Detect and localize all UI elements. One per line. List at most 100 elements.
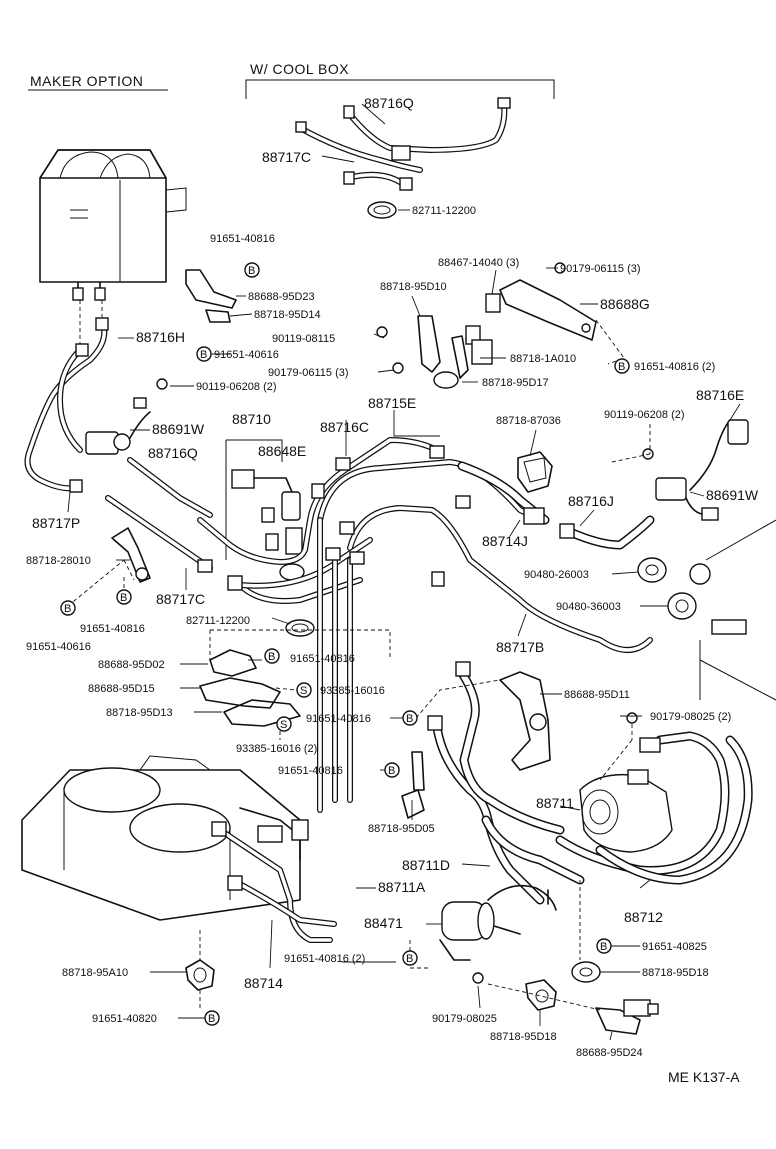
relay-88648E (225, 439, 305, 581)
label-90119-06208-2b: 90119-06208 (2) (604, 409, 685, 421)
receiver-drier-88471 (439, 884, 557, 961)
label-88648E: 88648E (258, 443, 306, 459)
right-edge-fragment (689, 519, 776, 701)
label-90179-08025-2: 90179-08025 (2) (650, 711, 731, 723)
label-90179-06115-3b: 90179-06115 (3) (268, 367, 349, 379)
label-88716C: 88716C (320, 419, 369, 435)
label-88716J: 88716J (568, 493, 614, 509)
grommet-36003 (667, 592, 697, 620)
grommet-26003 (637, 557, 667, 583)
screw-symbol: S (276, 716, 292, 732)
svg-text:B: B (208, 1013, 215, 1025)
pressure-switch-right (655, 477, 687, 501)
label-88718-95D05: 88718-95D05 (368, 823, 435, 835)
svg-text:B: B (600, 941, 607, 953)
maker-option-heading: MAKER OPTION (30, 73, 143, 89)
label-88718-95D14: 88718-95D14 (254, 309, 321, 321)
header-cool-box: W/ COOL BOX (245, 61, 555, 99)
label-88712: 88712 (624, 909, 663, 925)
unit-port-2 (94, 287, 106, 301)
label-90119-08115: 90119-08115 (272, 333, 335, 345)
hose-88711 (427, 661, 753, 905)
label-88688-95D11: 88688-95D11 (564, 689, 630, 701)
label-88688-95D02: 88688-95D02 (98, 659, 165, 671)
middle-brackets (199, 629, 391, 727)
svg-text:B: B (388, 765, 395, 777)
label-88718-95A10: 88718-95A10 (62, 967, 128, 979)
cool-box-bracket (245, 79, 555, 99)
nuts (156, 378, 654, 984)
label-88718-95D13: 88718-95D13 (106, 707, 173, 719)
label-88716Q-top: 88716Q (364, 95, 414, 111)
label-88711: 88711 (536, 795, 574, 811)
unit-top-curve-2 (99, 153, 151, 179)
hose-88714J (457, 461, 550, 525)
label-88710: 88710 (232, 411, 271, 427)
evaporator-unit (21, 755, 309, 921)
label-88714J: 88714J (482, 533, 528, 549)
label-91651-40816-d: 91651-40816 (306, 713, 371, 725)
svg-text:B: B (248, 265, 255, 277)
label-90119-06208-2a: 90119-06208 (2) (196, 381, 277, 393)
compressor (579, 769, 673, 853)
label-91651-40816-e: 91651-40816 (278, 765, 343, 777)
bolt-symbol: B (244, 262, 260, 278)
label-88717P: 88717P (32, 515, 80, 531)
label-91651-40816-2a: 91651-40816 (2) (634, 361, 715, 373)
label-91651-40816-b: 91651-40816 (80, 623, 145, 635)
label-82711-top: 82711-12200 (412, 205, 476, 217)
clamp-87036 (517, 451, 553, 493)
label-88717C-top: 88717C (262, 149, 311, 165)
center-tubes (197, 437, 653, 813)
clamp-95D18-right (571, 961, 601, 983)
label-88718-95D17: 88718-95D17 (482, 377, 549, 389)
bolt-symbol: B (384, 762, 400, 778)
label-88718-95D10: 88718-95D10 (380, 281, 447, 293)
label-88691W-right: 88691W (706, 487, 759, 503)
label-88471: 88471 (364, 915, 403, 931)
label-90480-36003: 90480-36003 (556, 601, 621, 613)
grommets (637, 557, 697, 620)
label-90179-08025: 90179-08025 (432, 1013, 497, 1025)
bolt-symbol: B (402, 710, 418, 726)
label-88717B: 88717B (496, 639, 544, 655)
label-90179-06115-3a: 90179-06115 (3) (560, 263, 641, 275)
label-91651-40820: 91651-40820 (92, 1013, 157, 1025)
clamp-95A10 (185, 959, 215, 991)
clamp-95D18-bottom (525, 979, 557, 1011)
svg-text:S: S (280, 719, 287, 731)
label-90480-26003: 90480-26003 (524, 569, 589, 581)
label-88688-95D24: 88688-95D24 (576, 1047, 643, 1059)
label-88714: 88714 (244, 975, 283, 991)
bracket-28010 (111, 527, 151, 583)
bracket-95D23 (185, 269, 237, 323)
svg-text:S: S (300, 685, 307, 697)
bracket-95D11 (499, 671, 551, 771)
label-93385-16016-2: 93385-16016 (2) (236, 743, 317, 755)
label-88718-95D18-a: 88718-95D18 (642, 967, 709, 979)
label-88688G: 88688G (600, 296, 650, 312)
unit-port-1 (72, 287, 84, 301)
label-88688-95D23: 88688-95D23 (248, 291, 315, 303)
hose-88716J (559, 419, 749, 550)
bolt-symbol: B (614, 358, 630, 374)
label-82711-mid: 82711-12200 (186, 615, 250, 627)
clamp-82711-top (367, 201, 397, 219)
svg-text:B: B (618, 361, 625, 373)
cooling-unit-illustration (39, 149, 187, 350)
label-93385-16016: 93385-16016 (320, 685, 385, 697)
label-88718-1A010: 88718-1A010 (510, 353, 576, 365)
unit-tab (165, 187, 187, 213)
bolt-symbol: B (596, 938, 612, 954)
clamp-95D05 (401, 751, 425, 819)
bolt-symbol: B (196, 346, 212, 362)
label-88718-28010: 88718-28010 (26, 555, 91, 567)
label-88716Q-mid: 88716Q (148, 445, 198, 461)
label-88717C-mid: 88717C (156, 591, 205, 607)
bracket-95D24 (595, 999, 659, 1035)
label-91651-40816-a: 91651-40816 (210, 233, 275, 245)
bolt-symbol: B (60, 600, 76, 616)
cool-box-heading: W/ COOL BOX (250, 61, 349, 77)
label-88711D: 88711D (402, 857, 450, 873)
